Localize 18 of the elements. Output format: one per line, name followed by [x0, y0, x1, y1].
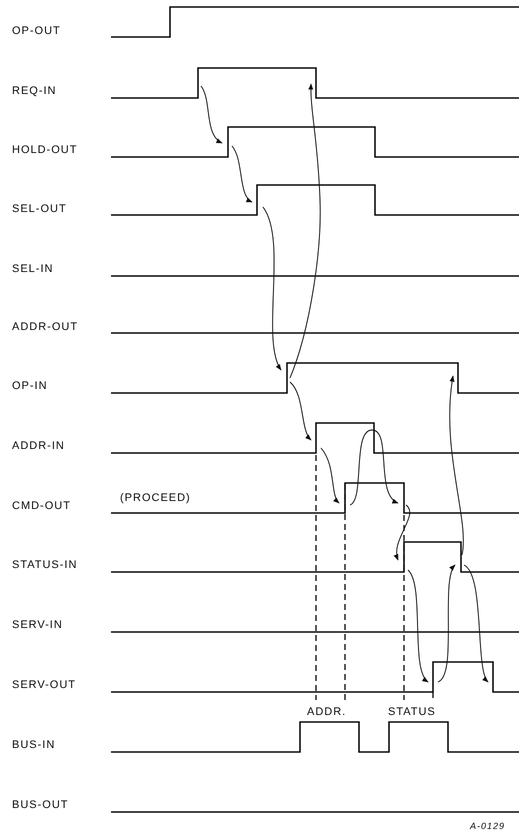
signal-name: CMD-OUT	[12, 500, 71, 513]
signal-name: OP-OUT	[12, 25, 61, 38]
signal-name: REQ-IN	[12, 85, 56, 98]
bus-phase-label: ADDR.	[307, 706, 346, 719]
signal-name: HOLD-OUT	[12, 144, 78, 157]
annotation: (PROCEED)	[120, 492, 191, 505]
signal-name: SERV-IN	[12, 619, 63, 632]
signal-name: ADDR-OUT	[12, 321, 78, 334]
signal-name: ADDR-IN	[12, 440, 65, 453]
signal-name: SERV-OUT	[12, 679, 76, 692]
signal-name: SEL-OUT	[12, 203, 67, 216]
bus-phase-label: STATUS	[388, 706, 436, 719]
signal-name: STATUS-IN	[12, 559, 78, 572]
signal-name: BUS-IN	[12, 739, 56, 752]
signal-name: OP-IN	[12, 380, 48, 393]
signal-name: BUS-OUT	[12, 799, 68, 812]
signal-name: SEL-IN	[12, 263, 54, 276]
figure-number: A-0129	[470, 820, 506, 833]
